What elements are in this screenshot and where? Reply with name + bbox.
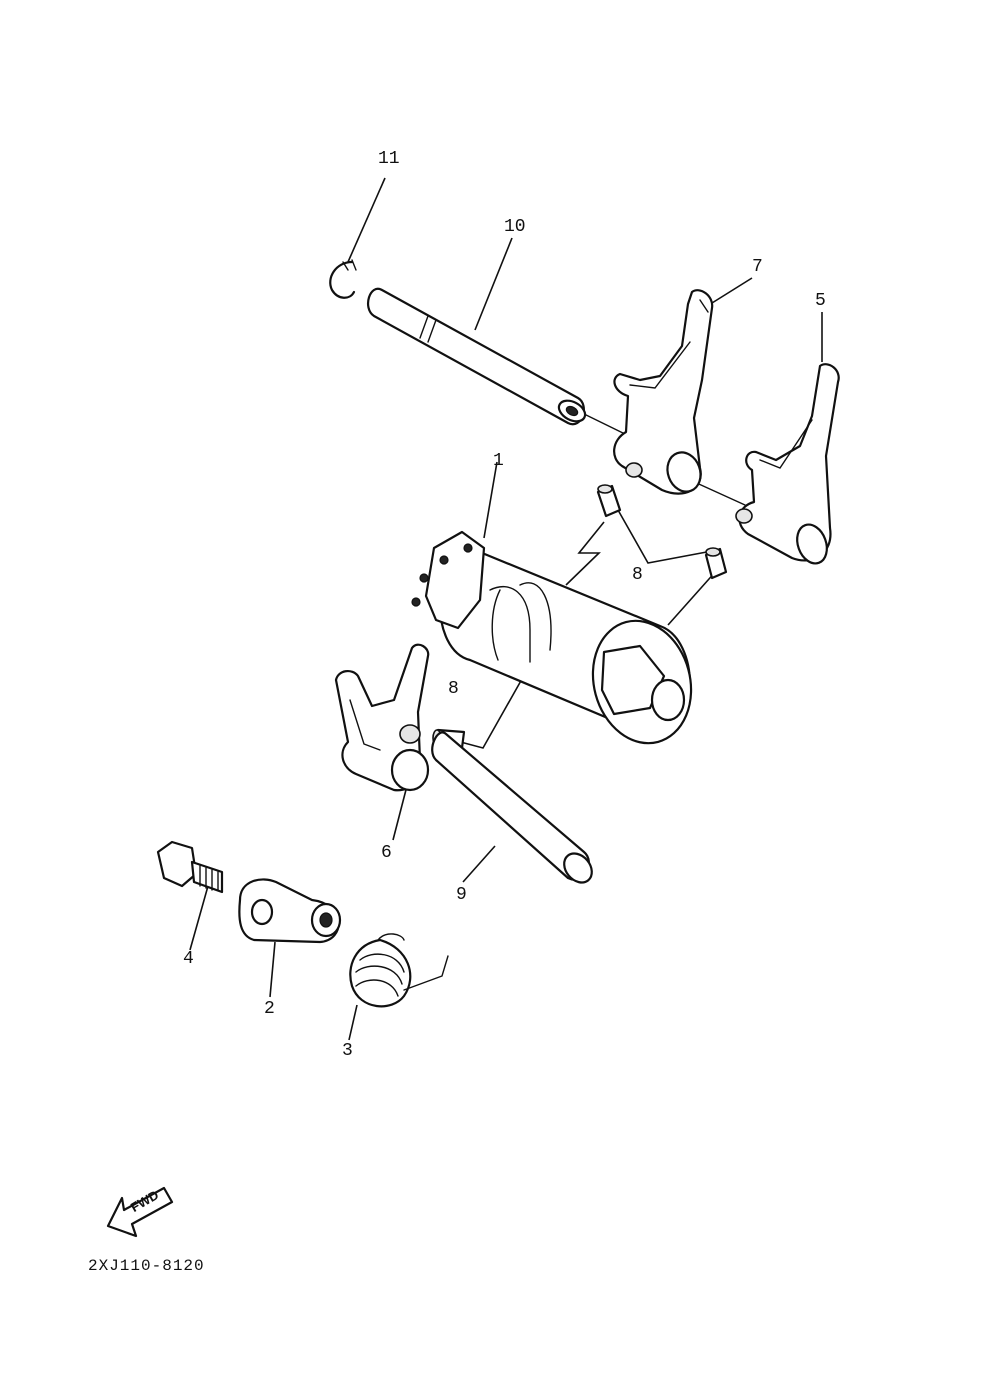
leader-4: [189, 885, 209, 951]
leader-pin-to-drum: [667, 569, 718, 626]
callout-1: 1: [493, 451, 504, 471]
shift-fork-part-7: [613, 289, 714, 495]
callout-8-upper: 8: [632, 565, 643, 585]
leader-8-top: [565, 521, 605, 586]
fwd-arrow-icon: [106, 1186, 174, 1238]
diagram-code: 2XJ110-8120: [88, 1257, 205, 1275]
shift-fork-part-5: [735, 363, 840, 565]
callout-5: 5: [815, 291, 826, 311]
leader-8-right: [617, 509, 713, 564]
callout-3: 3: [342, 1041, 353, 1061]
shift-drum-part-1: [411, 530, 693, 745]
guide-bar-part-9: [431, 731, 593, 884]
callout-4: 4: [183, 949, 194, 969]
leader-7: [711, 277, 753, 304]
bolt-part-4: [156, 840, 224, 894]
callout-10: 10: [504, 217, 526, 237]
callout-6: 6: [381, 843, 392, 863]
shift-fork-part-6: [334, 643, 430, 792]
leader-10: [474, 237, 513, 331]
callout-7: 7: [752, 257, 763, 277]
leader-9: [462, 845, 496, 883]
leader-lines: [189, 177, 823, 1041]
leader-6: [392, 781, 409, 841]
callout-8-lower: 8: [448, 679, 459, 699]
leader-2: [269, 941, 276, 998]
callout-9: 9: [456, 885, 467, 905]
torsion-spring-part-3: [349, 933, 449, 1008]
axis-line: [579, 411, 628, 436]
guide-bar-part-10: [366, 287, 587, 426]
stopper-lever-part-2: [238, 878, 342, 944]
leader-1: [483, 461, 498, 539]
callout-11: 11: [378, 149, 400, 169]
callout-2: 2: [264, 999, 275, 1019]
leader-11: [347, 177, 386, 263]
leader-3: [348, 1004, 358, 1041]
circlip-part-11: [329, 259, 357, 299]
